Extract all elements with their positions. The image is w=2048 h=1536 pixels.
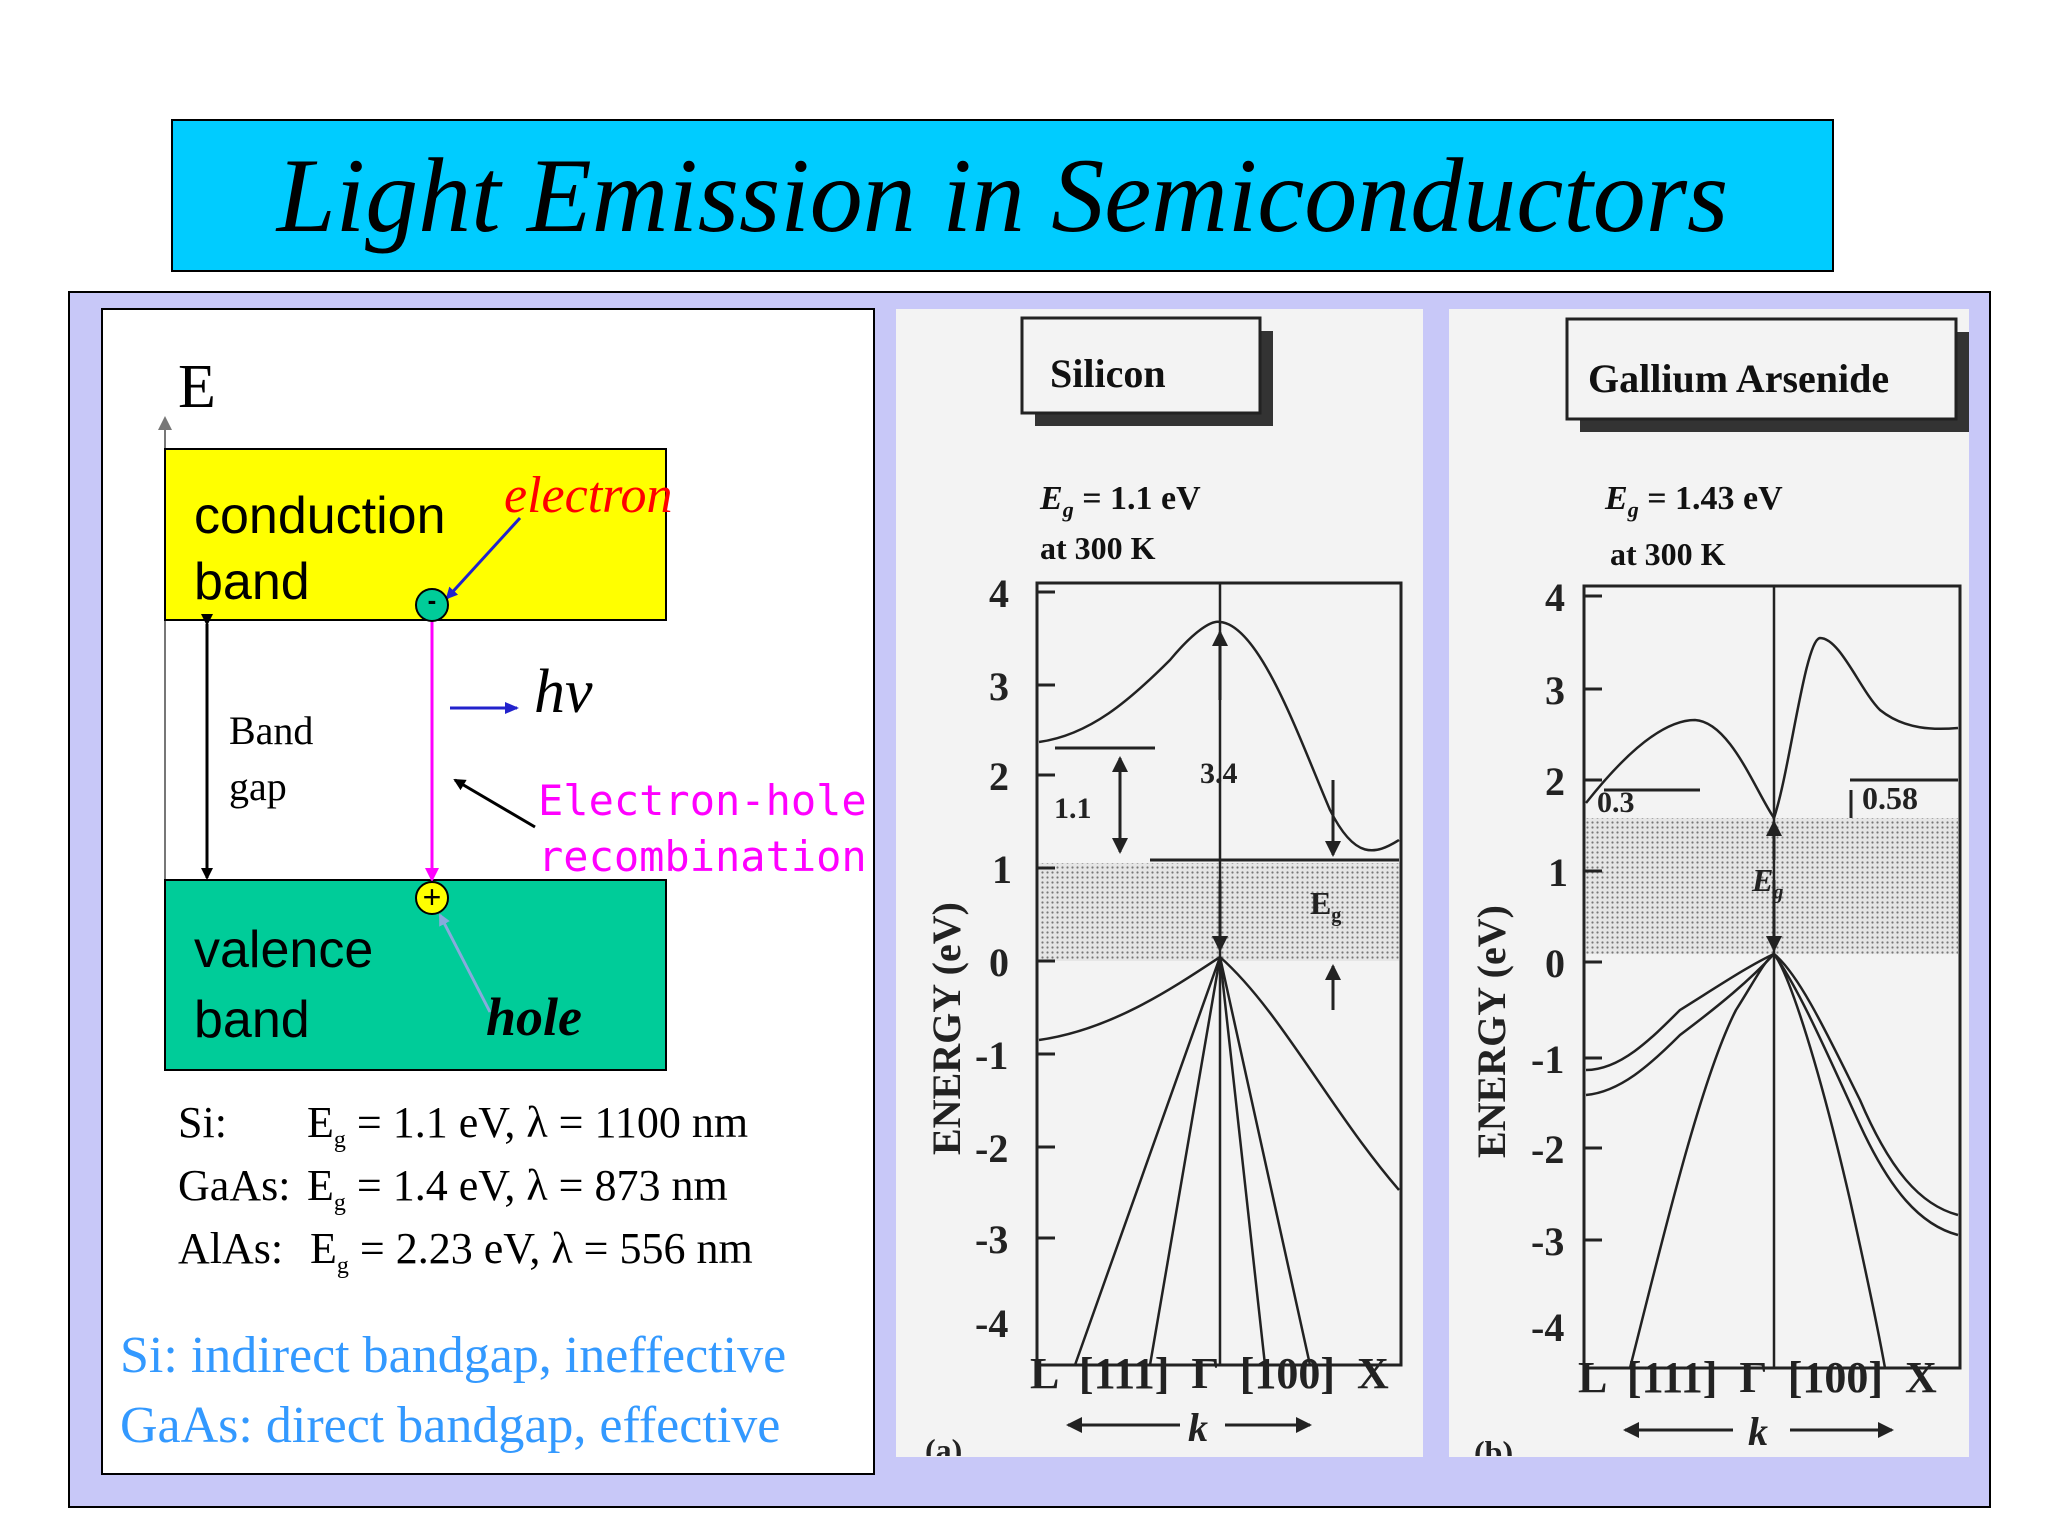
silicon-x-label: L [111] Γ [100] X	[1030, 1349, 1389, 1398]
gaas-tick-m3: -3	[1531, 1219, 1565, 1264]
gaas-tick-m1: -1	[1531, 1037, 1565, 1082]
conduction-band-rect	[164, 448, 667, 621]
silicon-annotations	[1055, 630, 1399, 1433]
silicon-tick-m4: -4	[975, 1301, 1009, 1346]
hole-pointer	[438, 913, 492, 1013]
page-title: Light Emission in Semiconductors	[276, 136, 1729, 254]
electron-pointer	[445, 516, 522, 600]
gaas-plot-frame	[1582, 584, 1962, 1370]
silicon-tick-m3: -3	[975, 1217, 1009, 1262]
gaas-eg: Eg = 1.43 eV	[1605, 480, 1783, 522]
silicon-tick-3: 3	[989, 664, 1009, 709]
silicon-panel-tag: (a)	[925, 1432, 963, 1456]
silicon-tick-1: 1	[992, 847, 1012, 892]
electron-symbol: -	[427, 585, 437, 615]
valence-band-line1: valence	[194, 921, 374, 979]
photon-label: hν	[534, 658, 593, 726]
silicon-tick-m1: -1	[975, 1033, 1009, 1078]
gaas-name: Gallium Arsenide	[1588, 356, 1890, 401]
gaas-tick-3: 3	[1545, 668, 1565, 713]
silicon-tick-2: 2	[989, 754, 1009, 799]
valence-band-line2: band	[194, 991, 310, 1049]
gaas-tick-0: 0	[1545, 941, 1565, 986]
gaas-tick-2: 2	[1545, 759, 1565, 804]
silicon-name-box	[1020, 316, 1262, 415]
hole-symbol: +	[422, 879, 442, 915]
gaas-gap-shading	[1586, 818, 1958, 954]
band-gap-label: Band gap	[229, 703, 313, 815]
gaas-panel-tag: (b)	[1474, 1434, 1514, 1456]
silicon-tick-0: 0	[989, 940, 1009, 985]
electron-label: electron	[504, 467, 673, 524]
conduction-band-line1: conduction	[194, 487, 446, 545]
gaas-y-label: ENERGY (eV)	[1469, 905, 1514, 1158]
gaas-left-gap: 0.3	[1597, 786, 1635, 819]
conduction-band-label: conduction band	[194, 483, 446, 615]
electron-dot	[415, 588, 449, 622]
silicon-bands	[1038, 620, 1400, 1366]
hole-label: hole	[486, 987, 583, 1047]
recombination-label: Electron-hole recombination	[538, 773, 867, 885]
gaas-y-ticks	[1584, 594, 1602, 1242]
gaas-bands	[1585, 636, 1959, 1369]
note-gaas: GaAs: direct bandgap, effective	[120, 1397, 781, 1454]
gaas-tick-m2: -2	[1531, 1127, 1565, 1172]
energy-axis-label: E	[178, 353, 216, 421]
silicon-eg-label: Eg	[1310, 885, 1342, 927]
gaas-name-box	[1565, 317, 1958, 421]
recombination-line2: recombination	[538, 832, 867, 881]
material-name-gaas: GaAs:	[178, 1161, 291, 1210]
material-eg-si: Eg = 1.1 eV, λ = 1100 nm	[307, 1098, 749, 1153]
gaas-tick-1: 1	[1548, 850, 1568, 895]
valence-band-label: valence band	[194, 915, 373, 1055]
silicon-tick-m2: -2	[975, 1126, 1009, 1171]
recombination-pointer	[453, 778, 536, 829]
title-banner: Light Emission in Semiconductors	[171, 119, 1834, 272]
gaas-tick-4: 4	[1545, 575, 1565, 620]
gaas-right-gap: 0.58	[1862, 780, 1918, 816]
silicon-k-label: k	[1188, 1405, 1208, 1450]
silicon-temp: at 300 K	[1040, 530, 1156, 566]
valence-band-rect	[164, 879, 667, 1071]
note-si: Si: indirect bandgap, ineffective	[120, 1327, 787, 1384]
gaas-annotations	[1604, 778, 1958, 1438]
silicon-tick-4: 4	[989, 571, 1009, 616]
gaas-k-label: k	[1748, 1409, 1768, 1454]
gaas-tick-m4: -4	[1531, 1305, 1565, 1350]
silicon-y-ticks	[1037, 590, 1055, 1240]
recombination-line1: Electron-hole	[538, 776, 867, 825]
silicon-gap-value: 1.1	[1054, 792, 1092, 825]
band-gap-line2: gap	[229, 764, 287, 809]
silicon-name: Silicon	[1050, 351, 1166, 396]
material-name-alas: AlAs:	[178, 1224, 284, 1273]
silicon-eg: Eg = 1.1 eV	[1040, 480, 1201, 522]
material-name-si: Si:	[178, 1098, 227, 1147]
band-gap-line1: Band	[229, 708, 314, 753]
silicon-direct-value: 3.4	[1200, 757, 1238, 790]
material-eg-alas: Eg = 2.23 eV, λ = 556 nm	[310, 1224, 753, 1279]
gaas-x-label: L [111] Γ [100] X	[1578, 1353, 1937, 1402]
gaas-eg-label: Eg	[1752, 862, 1784, 904]
conduction-band-line2: band	[194, 553, 310, 611]
material-eg-gaas: Eg = 1.4 eV, λ = 873 nm	[307, 1161, 728, 1216]
gaas-temp: at 300 K	[1610, 536, 1726, 572]
hole-dot	[415, 881, 449, 915]
